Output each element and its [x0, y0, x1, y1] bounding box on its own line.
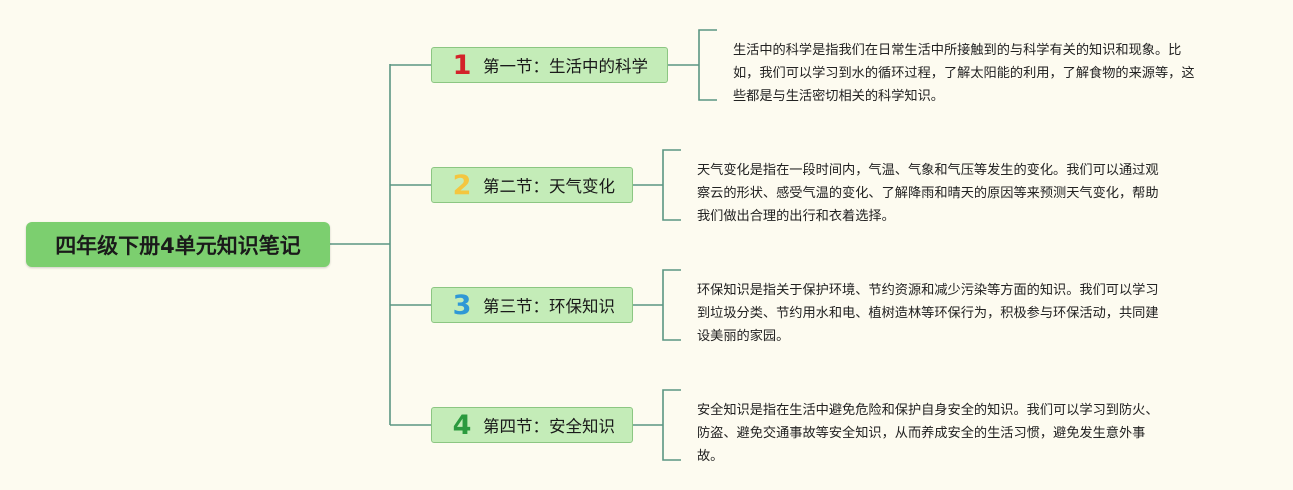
section-number: 3 — [452, 289, 472, 321]
section-3-topic[interactable]: 3 第三节：环保知识 — [431, 287, 633, 323]
section-2-description: 天气变化是指在一段时间内，气温、气象和气压等发生的变化。我们可以通过观 察云的形… — [697, 163, 1159, 224]
bracket-1 — [698, 29, 717, 101]
bracket-4 — [662, 389, 681, 461]
section-4-topic[interactable]: 4 第四节：安全知识 — [431, 407, 633, 443]
root-title: 四年级下册4单元知识笔记 — [55, 233, 301, 258]
section-number: 2 — [452, 169, 472, 201]
section-label: 第一节：生活中的科学 — [483, 57, 648, 76]
section-4-description: 安全知识是指在生活中避免危险和保护自身安全的知识。我们可以学习到防火、 防盗、避… — [697, 403, 1159, 464]
section-label: 第四节：安全知识 — [483, 417, 615, 436]
section-label: 第三节：环保知识 — [483, 297, 615, 316]
section-1-description: 生活中的科学是指我们在日常生活中所接触到的与科学有关的知识和现象。比 如，我们可… — [733, 43, 1195, 104]
section-number: 4 — [452, 409, 472, 441]
section-label: 第二节：天气变化 — [483, 177, 615, 196]
bracket-3 — [662, 269, 681, 341]
root-topic[interactable]: 四年级下册4单元知识笔记 — [26, 222, 330, 267]
section-3-description: 环保知识是指关于保护环境、节约资源和减少污染等方面的知识。我们可以学习 到垃圾分… — [697, 283, 1159, 344]
section-2-topic[interactable]: 2 第二节：天气变化 — [431, 167, 633, 203]
section-number: 1 — [452, 49, 472, 81]
section-1-topic[interactable]: 1 第一节：生活中的科学 — [431, 47, 668, 83]
bracket-2 — [662, 149, 681, 221]
